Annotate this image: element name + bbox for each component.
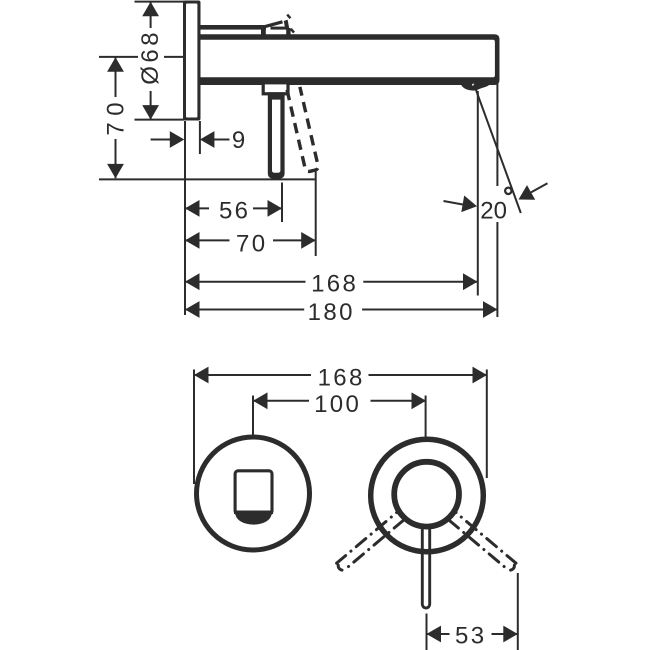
svg-text:180: 180 [308,299,355,326]
svg-text:20: 20 [480,198,507,225]
svg-text:168: 168 [311,271,358,298]
svg-text:9: 9 [232,127,248,154]
svg-text:53: 53 [455,623,487,650]
svg-text:56: 56 [219,197,251,224]
svg-text:168: 168 [318,364,365,391]
svg-text:100: 100 [314,391,361,418]
svg-text:Ø68: Ø68 [137,29,164,85]
svg-text:70: 70 [103,96,130,136]
svg-text:70: 70 [236,230,268,257]
